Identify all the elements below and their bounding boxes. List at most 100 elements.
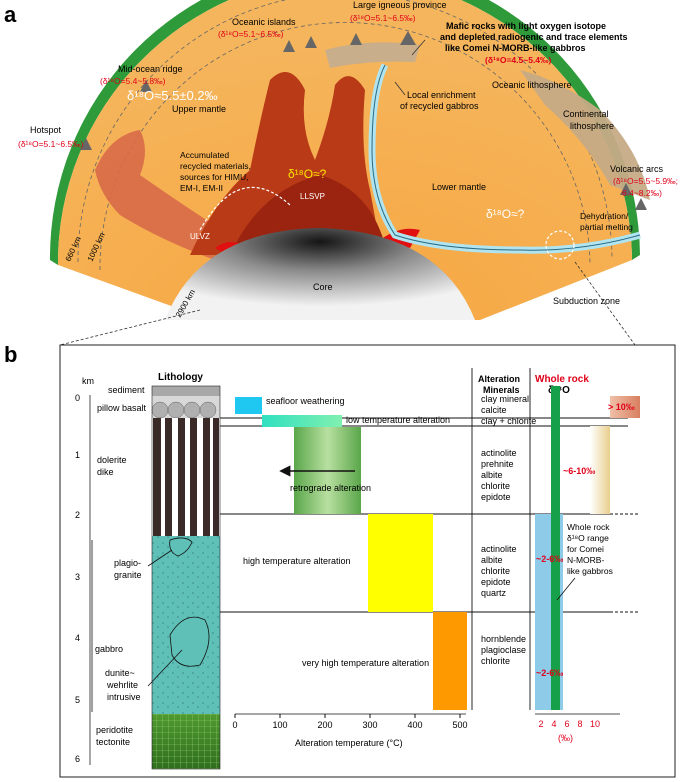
volcano-icons (80, 31, 647, 210)
comei-note-1: Whole rock (567, 522, 610, 532)
continental-label-1: Continental (563, 109, 609, 119)
range-above-10 (610, 396, 640, 418)
mineral-4-1: plagioclase (481, 645, 526, 655)
range-6-10 (590, 426, 610, 514)
iso-tick-8: 8 (577, 719, 582, 729)
accumulated-3: sources for HIMU, (180, 172, 249, 182)
depth-tick-6: 6 (75, 754, 80, 764)
panel-b-frame (59, 344, 676, 778)
x-tick-300: 300 (362, 720, 377, 730)
mineral-3-4: quartz (481, 588, 507, 598)
panel-b-label: b (4, 342, 17, 367)
retrograde-label: retrograde alteration (290, 483, 371, 493)
upper-mantle-label: Upper mantle (172, 104, 226, 114)
dunite-body (169, 616, 210, 667)
mineral-2-4: epidote (481, 492, 511, 502)
link-line-left (59, 309, 201, 346)
panel-a: a (4, 0, 678, 346)
mineral-2-0: actinolite (481, 448, 517, 458)
llsvp-value: δ¹⁸O≈? (288, 167, 327, 181)
continental-label-2: lithosphere (570, 121, 614, 131)
seafloor-label: seafloor weathering (266, 396, 345, 406)
dehydration-zone-circle (545, 230, 575, 260)
depth-tick-5: 5 (75, 695, 80, 705)
x-axis-label: Alteration temperature (°C) (295, 738, 403, 748)
mineral-2-1: prehnite (481, 459, 514, 469)
low-temp-bar (262, 415, 342, 427)
mineral-3-2: chlorite (481, 566, 510, 576)
sediment-label: sediment (108, 385, 145, 395)
mineral-1-0: clay + chlorite (481, 416, 536, 426)
dehydration-1: Dehydration/ (580, 211, 629, 221)
subduction-zone-label: Subduction zone (553, 296, 620, 306)
mineral-4-0: hornblende (481, 634, 526, 644)
continental-lithosphere (520, 70, 650, 200)
ulvz-label: ULVZ (190, 232, 210, 241)
iso-tick-4: 4 (551, 719, 556, 729)
hotspot-value: (δ¹⁸O=5.1~6.5‰) (18, 139, 84, 149)
comei-note-3: for Comei (567, 544, 604, 554)
dunite-label-2: wehrlite (106, 680, 138, 690)
iso-axis-ticks: 2 4 6 8 10 (538, 719, 600, 729)
x-tick-400: 400 (407, 720, 422, 730)
plagiogranite-leader (147, 549, 173, 567)
range-upper-label: ~6-10‰ (563, 466, 595, 476)
peridotite-layer (152, 714, 220, 769)
oceanic-islands-value: (δ¹⁸O=5.1~6.5‰) (218, 29, 284, 39)
pillow-basalt-label: pillow basalt (97, 403, 147, 413)
hotspot-name: Hotspot (30, 125, 62, 135)
peridotite-label-1: peridotite (96, 725, 133, 735)
oceanic-lithosphere-label: Oceanic lithosphere (492, 80, 572, 90)
x-tick-0: 0 (232, 720, 237, 730)
iso-unit: (‰) (558, 733, 573, 743)
volcanic-arcs-value: (δ¹⁸O=5.5~5.9‰; (613, 176, 678, 186)
lower-mantle-label: Lower mantle (432, 182, 486, 192)
x-tick-500: 500 (452, 720, 467, 730)
accumulated-1: Accumulated (180, 150, 229, 160)
slab-inner-line (371, 64, 641, 251)
iso-tick-2: 2 (538, 719, 543, 729)
plagiogranite-label-1: plagio- (114, 558, 141, 568)
local-enrichment-1: Local enrichment (407, 90, 476, 100)
depth-tick-1: 1 (75, 450, 80, 460)
seafloor-weathering-bar (235, 397, 262, 414)
panel-a-label: a (4, 2, 17, 27)
panel-b: b km 0 1 2 3 4 5 6 Lithology (4, 342, 676, 778)
gabbro-label: gabbro (95, 644, 123, 654)
depth-ticks: 0 1 2 3 4 5 6 (75, 393, 80, 764)
mafic-leader-line (411, 39, 426, 56)
dehydration-2: partial melting (580, 222, 633, 232)
oceanic-islands-name: Oceanic islands (232, 17, 296, 27)
lithology-column-border (151, 385, 221, 770)
high-temp-label: high temperature alteration (243, 556, 351, 566)
core-label: Core (313, 282, 333, 292)
depth-tick-3: 3 (75, 572, 80, 582)
very-high-temp-bar (433, 612, 467, 710)
minerals-title-1: Alteration (478, 374, 520, 384)
range-mid-label: ~2-6‰ (536, 554, 563, 564)
mor-name: Mid-ocean ridge (118, 64, 183, 74)
volcanic-arcs-value2: 6.4~8.2‰) (622, 188, 662, 198)
very-high-temp-label: very high temperature alteration (302, 658, 429, 668)
accumulated-2: recycled materials, (180, 161, 251, 171)
mineral-4-2: chlorite (481, 656, 510, 666)
dolerite-label-1: dolerite (97, 455, 127, 465)
mineral-3-1: albite (481, 555, 503, 565)
plagiogranite-body (169, 537, 193, 557)
peridotite-label-2: tectonite (96, 737, 130, 747)
x-axis-ticks: 0 100 200 300 400 500 (232, 714, 468, 730)
mor-value: (δ¹⁸O=5.4~5.8‰) (100, 76, 166, 86)
link-line-right (574, 261, 636, 346)
comei-range-bar (551, 386, 560, 710)
mineral-0-0: clay mineral (481, 394, 529, 404)
iso-tick-10: 10 (590, 719, 600, 729)
comei-note-2: δ¹⁸O range (567, 533, 609, 543)
ulvz-dashed-arc (199, 186, 291, 231)
comei-note-5: like gabbros (567, 566, 613, 576)
core (165, 228, 475, 320)
dunite-label-3: intrusive (107, 692, 141, 702)
local-enrichment-leader (394, 81, 406, 96)
upper-mantle-value: δ¹⁸O≈5.5±0.2‰ (127, 88, 218, 103)
range-low-label: ~2-6‰ (536, 668, 563, 678)
